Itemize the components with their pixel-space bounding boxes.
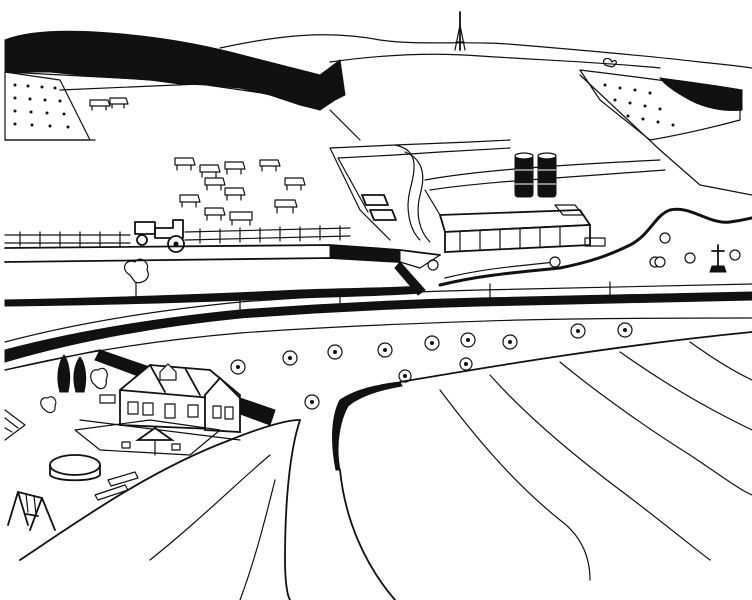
road-icon <box>4 244 441 307</box>
cattle-icon <box>89 97 306 226</box>
tree-icon <box>40 354 108 414</box>
cross-icon <box>709 244 727 273</box>
patio-icon <box>74 419 221 456</box>
tower-icon <box>454 11 466 51</box>
stream-icon <box>438 207 752 287</box>
road-icon <box>329 139 666 243</box>
road-icon <box>4 281 752 371</box>
house-icon <box>99 363 241 433</box>
field-icon <box>19 331 752 600</box>
distant-hills <box>219 34 752 69</box>
forest-icon <box>4 30 346 111</box>
orchard-icon <box>4 71 91 141</box>
tree-icon <box>123 258 149 299</box>
orchard-icon <box>579 57 743 141</box>
tractor-icon <box>134 219 185 253</box>
silo-icon <box>514 152 557 198</box>
swing-icon <box>7 491 56 531</box>
lounger-icon <box>94 471 139 501</box>
hay-bale-icon <box>230 256 666 410</box>
fence-lines <box>4 74 752 196</box>
garden-icon <box>4 409 26 441</box>
fence-lines <box>4 225 351 247</box>
farm-buildings-icon <box>329 147 606 253</box>
pool-icon <box>49 454 101 482</box>
